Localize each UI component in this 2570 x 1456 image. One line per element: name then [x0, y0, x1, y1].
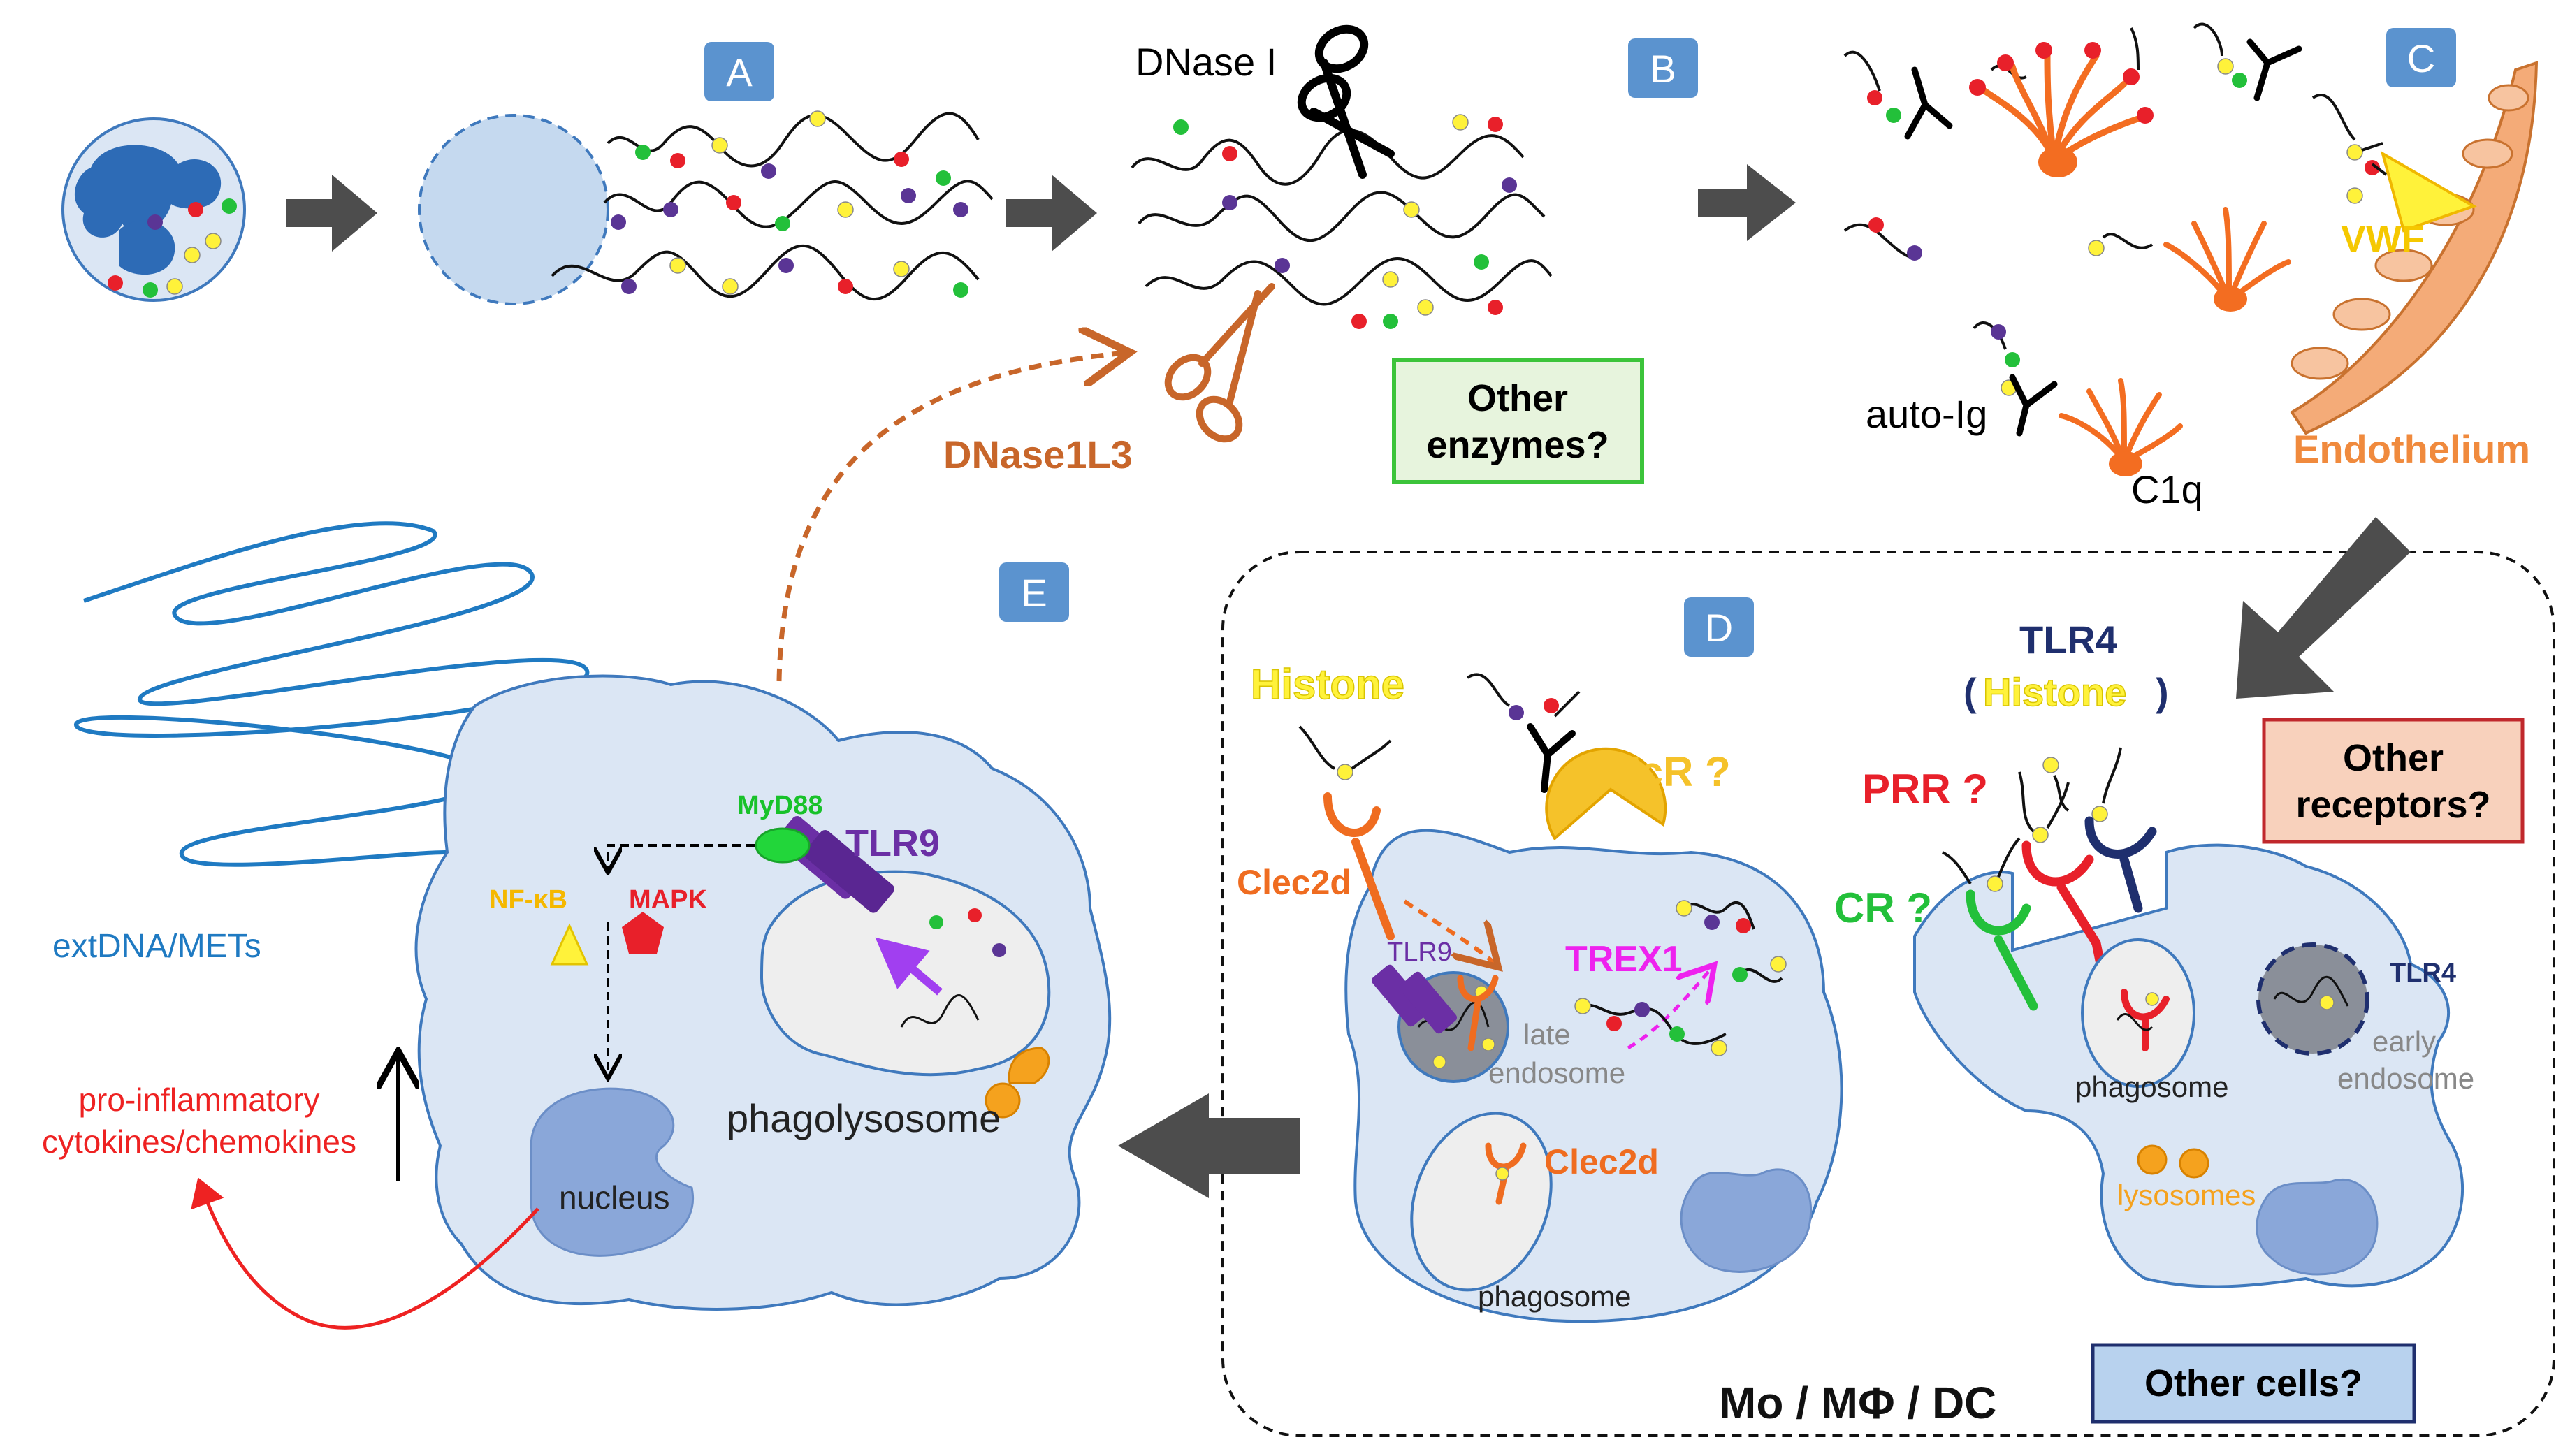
histone-paren-open: (: [1963, 670, 1977, 714]
panel-label-e: E: [999, 562, 1069, 622]
net-histones: [611, 110, 968, 298]
auto-ig-label: auto-Ig: [1866, 392, 1987, 436]
nucleus-d: [1680, 1168, 1812, 1273]
tlr4-ligands: [1942, 747, 2122, 892]
arrow-right-1: [286, 175, 377, 252]
nucleus-e: [530, 1087, 694, 1257]
mapk-label: MAPK: [629, 885, 707, 915]
lysosome-fusion-icon: [985, 1047, 1050, 1119]
clec2d-endosome-icon: [1457, 975, 1499, 1051]
signal-arrow-left: [608, 844, 755, 870]
arrow-left: [1118, 1093, 1300, 1198]
tlr4-small-label: TLR4: [2390, 959, 2456, 988]
fcr-complex: [1466, 673, 1581, 793]
early-endosome-line1: early: [2372, 1025, 2436, 1058]
endothelium-label: Endothelium: [2293, 427, 2530, 471]
fcr-receptor-icon: [1545, 747, 1667, 841]
late-endosome-line2: endosome: [1488, 1056, 1625, 1089]
clec2d-ligand: [1298, 725, 1392, 780]
phagosome-d-label: phagosome: [1478, 1280, 1632, 1313]
nucleus-label: nucleus: [559, 1179, 670, 1216]
panel-label-c: C: [2386, 28, 2456, 87]
trex1-label: TREX1: [1565, 939, 1683, 980]
net-strands: [551, 112, 994, 301]
fcr-label: FcR ?: [1614, 748, 1731, 795]
nfkb-icon: [550, 923, 589, 966]
tlr9-activation-arrow: [875, 937, 943, 996]
tlr9-label: TLR9: [845, 822, 940, 864]
trex1-digest-arrow: [1627, 968, 1712, 1050]
cytokines-line1: pro-inflammatory: [78, 1082, 319, 1118]
mapk-icon: [622, 912, 664, 954]
arrow-down-left: [2236, 517, 2411, 699]
complexes-c: [1843, 22, 2302, 476]
prr-label: PRR ?: [1862, 766, 1988, 813]
arrow-right-3: [1698, 164, 1796, 241]
extdna-label: extDNA/METs: [52, 928, 261, 965]
histone-label: Histone: [1251, 661, 1404, 708]
clec2d-receptor-icon: [1323, 792, 1395, 940]
other-receptors-line1: Other: [2343, 737, 2444, 779]
tlr4-title-label: TLR4: [2019, 618, 2117, 662]
other-cells-text: Other cells?: [2144, 1362, 2362, 1404]
secretion-arrow: [191, 1177, 539, 1330]
clec2d-label: Clec2d: [1237, 863, 1351, 902]
panel-letter-a: A: [726, 50, 753, 94]
mo-mphi-dc-region: [1221, 551, 2555, 1437]
late-endosome-line1: late: [1523, 1018, 1571, 1051]
nfkb-label: NF-κB: [489, 885, 567, 915]
tlr9-small-receptor-icon: [1371, 964, 1458, 1034]
clec2d-internalization-arrow: [1403, 899, 1495, 964]
lysosomes-label: lysosomes: [2117, 1179, 2256, 1211]
ruptured-cell: [418, 114, 609, 305]
early-endosome-line2: endosome: [2337, 1062, 2474, 1095]
c1q-label: C1q: [2131, 467, 2203, 511]
phagolysosome-label: phagolysosome: [727, 1096, 1001, 1140]
dnase1-label: DNase I: [1135, 40, 1277, 84]
myd88-icon: [755, 827, 811, 864]
vwf-label: VWF: [2341, 218, 2425, 260]
early-endosome: [2256, 942, 2369, 1056]
cr-receptor-icon: [1966, 889, 2038, 1011]
lysosomes-icon: [2137, 1144, 2209, 1179]
prr-phagosome-icon: [2121, 989, 2170, 1051]
other-cells-box: Other cells?: [2091, 1343, 2416, 1424]
panel-label-d: D: [1684, 597, 1754, 657]
other-enzymes-line1: Other: [1467, 377, 1568, 419]
clec2d-phagosome-label: Clec2d: [1544, 1142, 1659, 1181]
myd88-label: MyD88: [737, 791, 823, 820]
other-enzymes-box: Other enzymes?: [1392, 358, 1644, 484]
neutrophil-cell: [61, 117, 246, 302]
scissors-dnase1l3-icon: [1164, 283, 1275, 443]
panel-letter-d: D: [1705, 606, 1733, 650]
tlr9-small-label: TLR9: [1387, 938, 1452, 967]
scissors-dnase1-icon: [1297, 24, 1395, 179]
dnase1l3-secretion-arrow: [776, 353, 1125, 682]
cytosolic-dna: [1574, 900, 1787, 1056]
panel-letter-b: B: [1650, 47, 1676, 91]
phagosome-r-label: phagosome: [2075, 1070, 2229, 1103]
tlr4-receptor-icon: [2084, 816, 2157, 913]
extdna-mets: [74, 521, 590, 867]
digested-histones: [1173, 114, 1517, 329]
panel-label-a: A: [704, 42, 774, 101]
nucleus-r: [2256, 1179, 2379, 1276]
cytokines-line2: cytokines/chemokines: [42, 1123, 356, 1160]
other-enzymes-line2: enzymes?: [1426, 424, 1609, 466]
cr-label: CR ?: [1834, 884, 1932, 931]
other-receptors-box: Other receptors?: [2262, 718, 2525, 844]
panel-letter-c: C: [2407, 36, 2435, 80]
histone-paren-label: Histone: [1983, 670, 2126, 714]
other-receptors-line2: receptors?: [2295, 784, 2490, 826]
panel-letter-e: E: [1021, 571, 1047, 615]
arrow-right-2: [1006, 175, 1097, 252]
histone-paren-close: ): [2156, 670, 2169, 714]
cells-group-label: Mo / MΦ / DC: [1719, 1378, 1996, 1428]
dnase1l3-label: DNase1L3: [943, 432, 1133, 476]
panel-label-b: B: [1628, 38, 1698, 98]
digested-strands: [1131, 129, 1553, 306]
vwf-complex: [2311, 94, 2477, 233]
